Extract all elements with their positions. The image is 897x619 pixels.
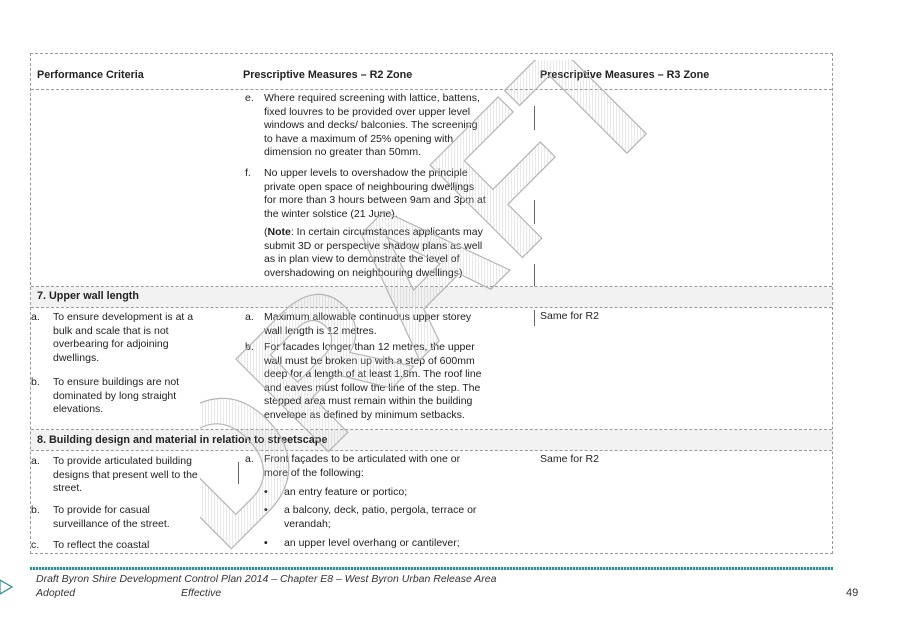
item-line: To provide for casual [53, 504, 150, 516]
header-performance-criteria: Performance Criteria [37, 69, 144, 81]
item-line: private open space of neighbouring dwell… [264, 180, 475, 193]
header-r3-zone: Prescriptive Measures – R3 Zone [540, 69, 710, 81]
item-line: surveillance of the street. [53, 517, 170, 530]
bullet-line: verandah; [284, 517, 331, 530]
bullet-dot-icon: • [264, 486, 268, 498]
footer-arrow-icon [0, 579, 14, 595]
item-line: the winter solstice (21 June). [264, 207, 398, 220]
item-line: windows and decks/ balconies. The screen… [264, 119, 478, 132]
section8-title: 8. Building design and material in relat… [37, 434, 328, 446]
item-line: more of the following: [264, 466, 364, 479]
item-line: elevations. [53, 403, 104, 416]
item-line: Maximum allowable continuous upper store… [264, 311, 472, 323]
section8-rule-top [31, 429, 832, 430]
item-line: overbearing for adjoining [53, 338, 169, 351]
cell-divider-mark [534, 264, 535, 286]
item-line: wall must be broken up with a step of 60… [264, 354, 475, 367]
note-line: overshadowing on neighbouring dwellings) [264, 266, 463, 279]
cell-divider-mark [534, 200, 535, 224]
note-open-paren: ( [264, 226, 268, 238]
item-line: wall length is 12 metres. [264, 324, 377, 337]
footer-title: Draft Byron Shire Development Control Pl… [36, 573, 497, 585]
item-label: e. [245, 92, 254, 104]
note-first-line: : In certain circumstances applicants ma… [290, 226, 483, 238]
item-line: Where required screening with lattice, b… [264, 92, 480, 104]
bullet-line: a balcony, deck, patio, pergola, terrace… [284, 504, 477, 516]
r2-note: (Note: In certain circumstances applican… [264, 226, 483, 280]
bullet-line: an upper level overhang or cantilever; [284, 537, 460, 549]
item-line: To ensure buildings are not [53, 376, 180, 388]
item-line: To reflect the coastal [53, 539, 150, 551]
note-bold-label: Note [267, 226, 291, 238]
section7-rule-bottom [31, 307, 832, 308]
cell-divider-mark [534, 310, 535, 326]
item-line: Front façades to be articulated with one… [264, 453, 461, 465]
item-line: dwellings. [53, 351, 100, 364]
item-line: bulk and scale that is not [53, 324, 169, 337]
footer-adopted: Adopted [36, 587, 76, 599]
item-line: for more than 3 hours between 9am and 3p… [264, 194, 486, 207]
bullet-dot-icon: • [264, 504, 268, 516]
item-line: street. [53, 482, 83, 495]
header-rule [31, 89, 832, 90]
item-label: b. [31, 376, 40, 388]
header-r2-zone: Prescriptive Measures – R2 Zone [243, 69, 413, 81]
item-line: stepped area must remain within the buil… [264, 395, 473, 408]
item-label: f. [245, 167, 251, 179]
item-line: To ensure development is at a [53, 311, 194, 323]
page-number: 49 [846, 587, 859, 599]
section7-title-bg [31, 287, 832, 307]
section7-title: 7. Upper wall length [37, 290, 139, 302]
footer-rule [30, 567, 833, 570]
section8-title-bg [31, 430, 832, 450]
item-line: dimension no greater than 50mm. [264, 146, 422, 159]
item-line: envelope as defined by minimum setbacks. [264, 408, 465, 421]
criteria-table: Performance Criteria Prescriptive Measur… [30, 53, 833, 554]
item-label: c. [31, 539, 40, 551]
item-label: a. [31, 455, 40, 467]
item-label: a. [245, 311, 254, 323]
footer-effective: Effective [181, 587, 222, 599]
item-line: designs that present well to the [53, 468, 198, 481]
item-label: b. [31, 504, 40, 516]
note-line: as in plan view to demonstrate the level… [264, 253, 460, 266]
item-line: and eaves must follow the line of the st… [264, 381, 481, 394]
note-line: submit 3D or perspective shadow plans as… [264, 239, 483, 252]
section8-rule-bottom [31, 450, 832, 451]
item-line: fixed louvres to be provided over upper … [264, 105, 471, 118]
item-label: a. [31, 311, 40, 323]
item-line: deep for a length of at least 1.8m. The … [264, 368, 482, 381]
cell-divider-mark [238, 462, 239, 484]
s7-r3-same: Same for R2 [540, 310, 599, 322]
bullet-dot-icon: • [264, 537, 268, 549]
section7-rule-top [31, 286, 832, 287]
item-line: To provide articulated building [53, 455, 192, 467]
item-label: a. [245, 453, 254, 465]
item-line: dominated by long straight [53, 389, 177, 402]
item-line: No upper levels to overshadow the princi… [264, 167, 468, 179]
item-line: to have a maximum of 25% opening with [264, 132, 454, 145]
item-line: For facades longer than 12 metres, the u… [264, 341, 475, 353]
cell-divider-mark [534, 106, 535, 130]
item-label: b. [245, 341, 254, 353]
s8-r3-same: Same for R2 [540, 453, 599, 465]
bullet-line: an entry feature or portico; [284, 486, 408, 498]
